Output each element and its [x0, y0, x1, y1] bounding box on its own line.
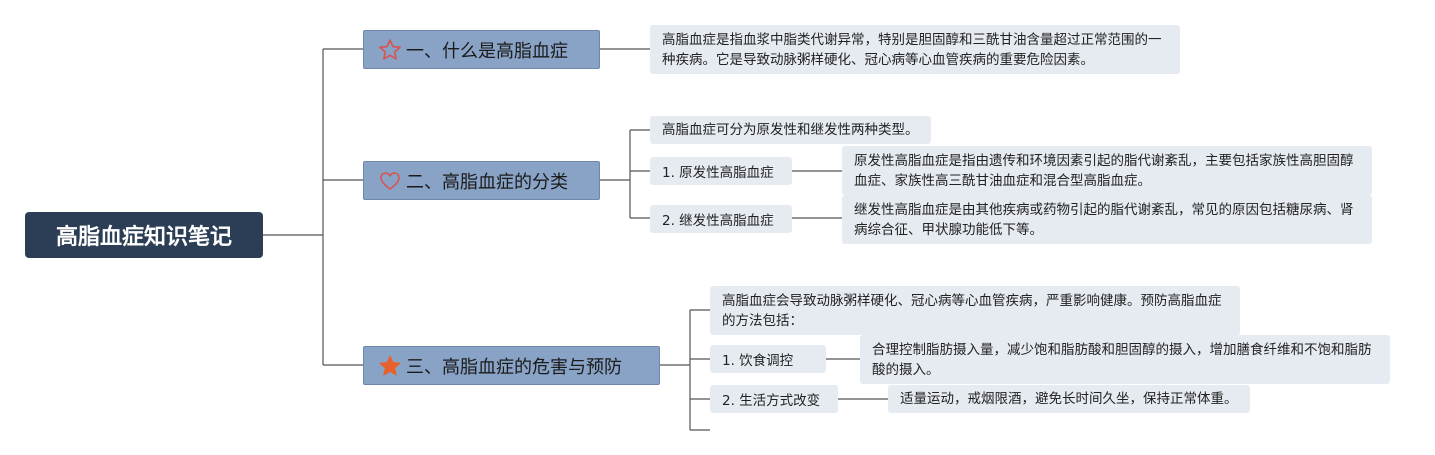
heart-outline-icon	[380, 171, 400, 190]
harm-intro[interactable]: 高脂血症会导致动脉粥样硬化、冠心病等心血管疾病，严重影响健康。预防高脂血症的方法…	[710, 286, 1240, 335]
diet-control-desc[interactable]: 合理控制脂肪摄入量，减少饱和脂肪酸和胆固醇的摄入，增加膳食纤维和不饱和脂肪酸的摄…	[860, 335, 1390, 384]
section-title: 二、高脂血症的分类	[406, 171, 568, 193]
primary-type-desc[interactable]: 原发性高脂血症是指由遗传和环境因素引起的脂代谢紊乱，主要包括家族性高胆固醇血症、…	[842, 146, 1372, 195]
secondary-type-node[interactable]: 2. 继发性高脂血症	[650, 205, 792, 233]
classification-intro[interactable]: 高脂血症可分为原发性和继发性两种类型。	[650, 116, 931, 144]
lifestyle-node[interactable]: 2. 生活方式改变	[710, 385, 838, 413]
section-what-is[interactable]: 一、什么是高脂血症	[363, 30, 600, 69]
secondary-type-desc[interactable]: 继发性高脂血症是由其他疾病或药物引起的脂代谢紊乱，常见的原因包括糖尿病、肾病综合…	[842, 195, 1372, 244]
primary-type-node[interactable]: 1. 原发性高脂血症	[650, 157, 792, 185]
section-title: 三、高脂血症的危害与预防	[406, 356, 622, 378]
section-harm-prevention[interactable]: 三、高脂血症的危害与预防	[363, 346, 660, 385]
star-filled-icon	[379, 355, 401, 375]
root-node[interactable]: 高脂血症知识笔记	[25, 212, 263, 258]
section-title: 一、什么是高脂血症	[406, 40, 568, 62]
star-outline-icon	[379, 38, 401, 60]
section-classification[interactable]: 二、高脂血症的分类	[363, 161, 600, 200]
diet-control-node[interactable]: 1. 饮食调控	[710, 345, 826, 373]
root-title: 高脂血症知识笔记	[55, 225, 232, 250]
definition-text[interactable]: 高脂血症是指血浆中脂类代谢异常，特别是胆固醇和三酰甘油含量超过正常范围的一种疾病…	[650, 25, 1180, 74]
lifestyle-desc[interactable]: 适量运动，戒烟限酒，避免长时间久坐，保持正常体重。	[888, 385, 1250, 413]
